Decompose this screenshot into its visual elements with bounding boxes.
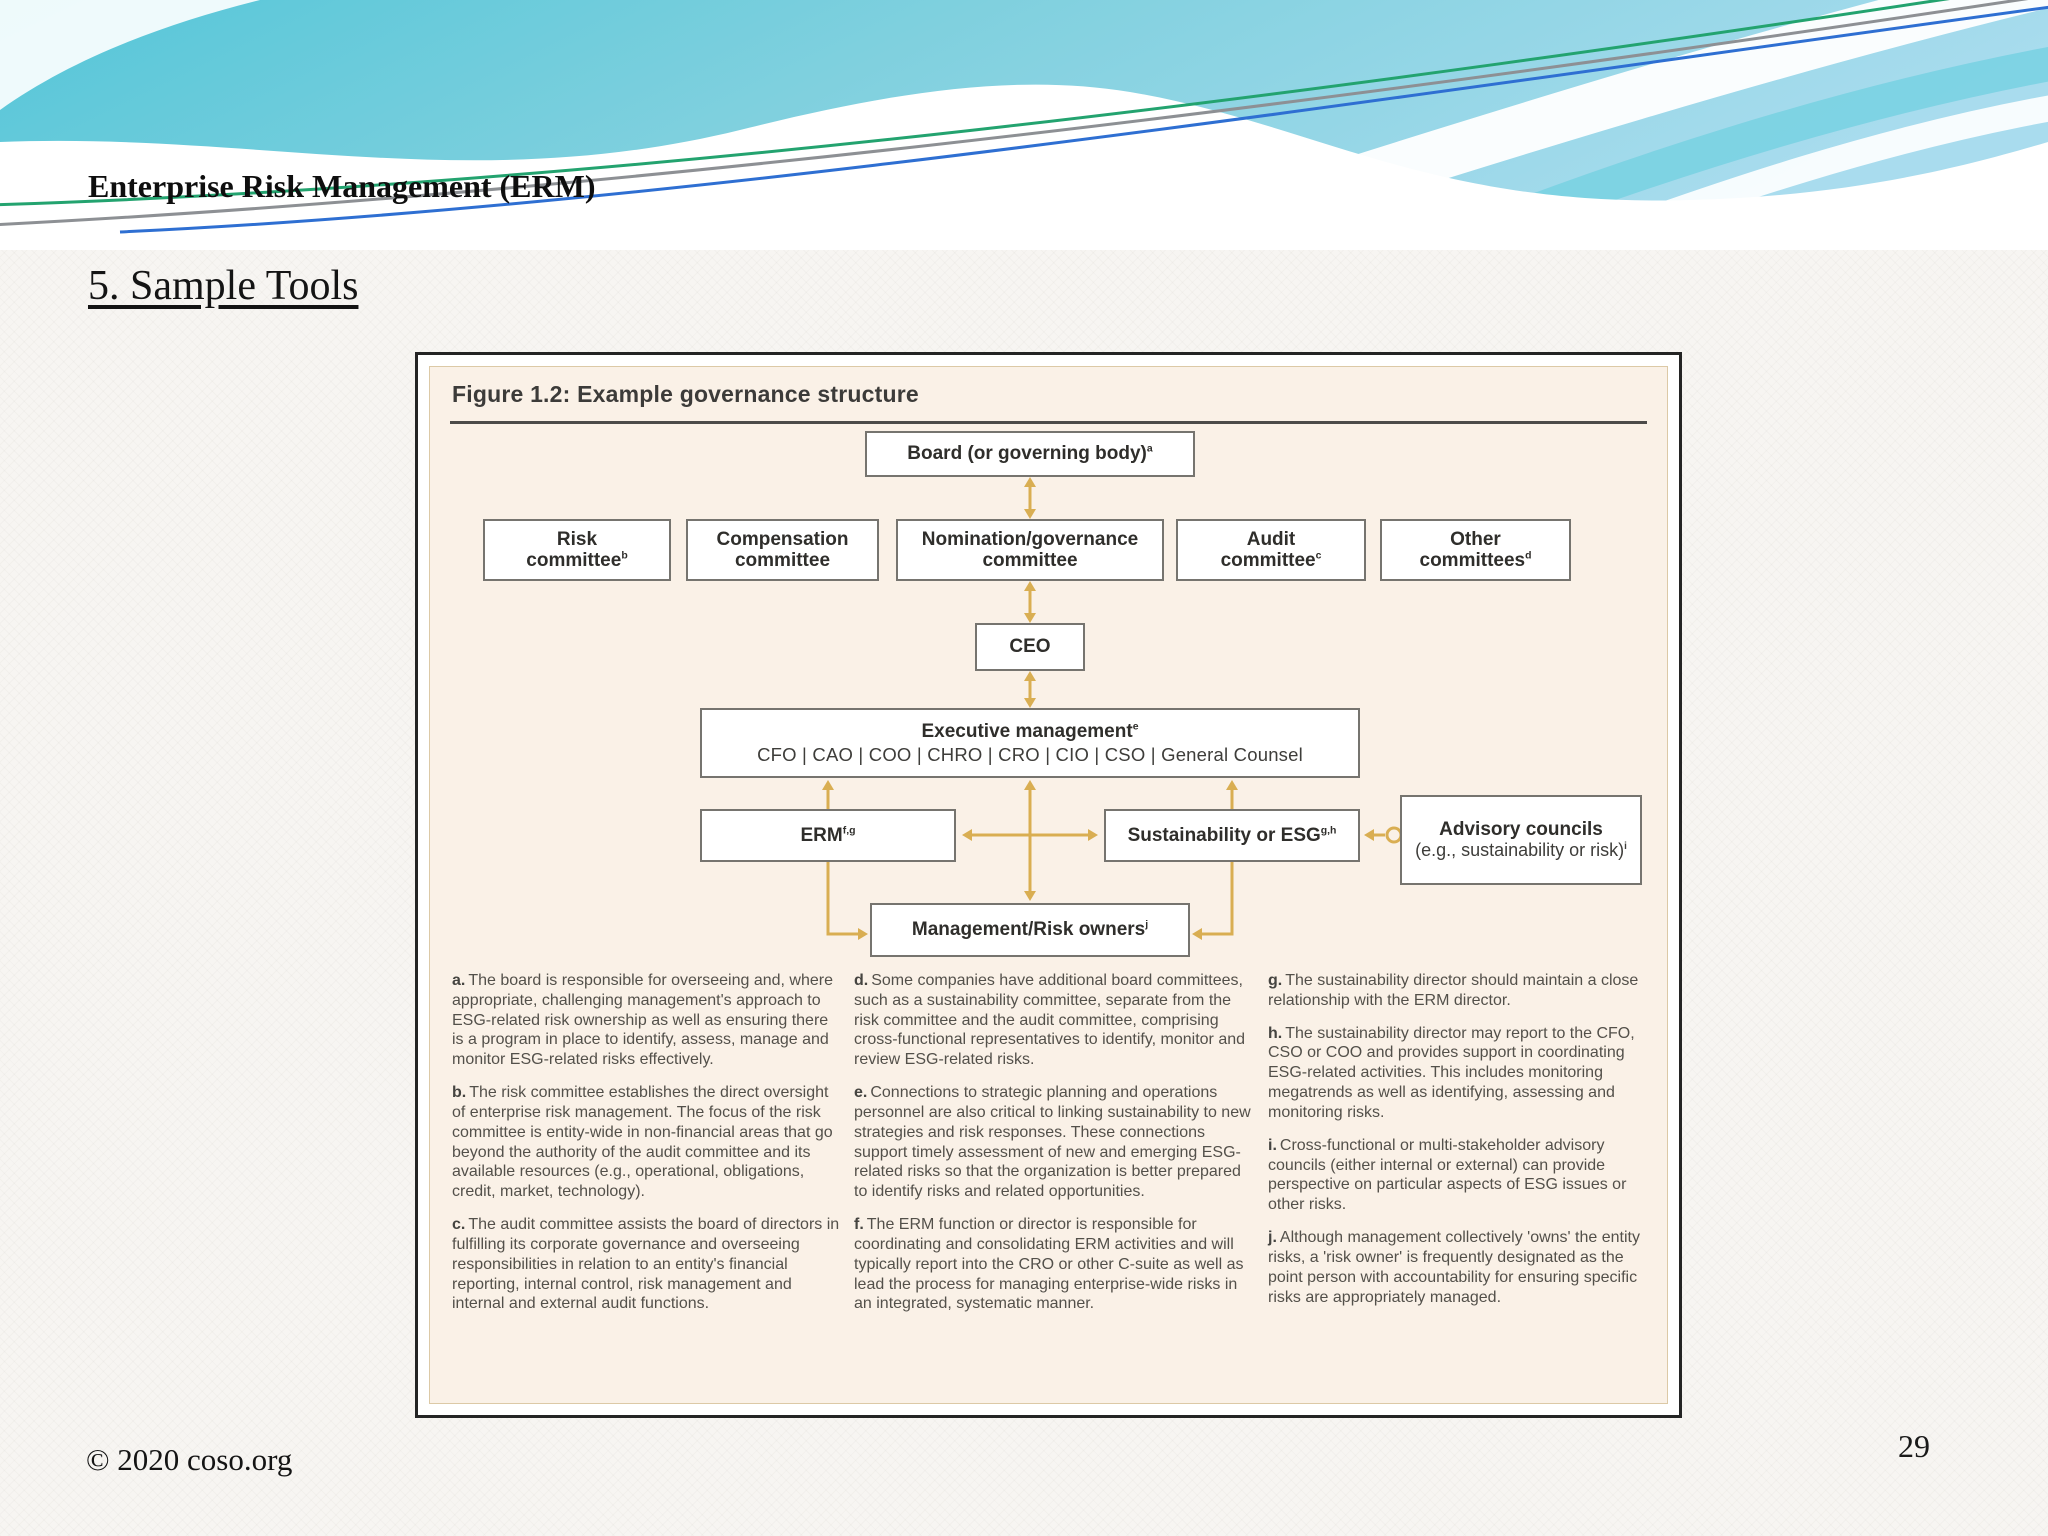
node-board-footnote-ref: a xyxy=(1146,444,1153,456)
committee-risk-label: Risk committee xyxy=(526,528,622,571)
footnotes-column-2: d.Some companies have additional board c… xyxy=(854,971,1256,1327)
header-accent-gray-line xyxy=(0,0,2029,226)
arrow-erm-sustainability xyxy=(962,829,1098,841)
arrow-executive-sustainability xyxy=(1226,780,1238,809)
footnote-f-marker: f. xyxy=(854,1216,864,1234)
arrow-ceo-executive xyxy=(1024,671,1036,708)
footnotes-column-3: g.The sustainability director should mai… xyxy=(1268,971,1654,1320)
arrow-board-committee xyxy=(1024,477,1036,519)
page-number: 29 xyxy=(1898,1428,1930,1464)
executive-roles: CFO | CAO | COO | CHRO | CRO | CIO | CSO… xyxy=(757,743,1303,765)
node-ceo: CEO xyxy=(975,623,1085,671)
header-main-wave xyxy=(0,84,2048,250)
footnote-d-marker: d. xyxy=(854,972,869,989)
arrow-executive-owners xyxy=(1024,780,1036,901)
figure-title-rule xyxy=(450,421,1647,424)
slide-title: Enterprise Risk Management (ERM) xyxy=(88,168,596,204)
node-advisory-label: Advisory councils xyxy=(1439,819,1603,841)
footnote-e-text: Connections to strategic planning and op… xyxy=(854,1084,1251,1201)
node-erm-label: ERM xyxy=(800,824,843,846)
committee-other-label: Other committees xyxy=(1419,528,1526,571)
footnote-i-marker: i. xyxy=(1268,1136,1277,1154)
node-executive-management: Executive managemente CFO | CAO | COO | … xyxy=(700,708,1360,778)
footnote-e-marker: e. xyxy=(854,1084,868,1102)
committee-compensation: Compensation committee xyxy=(686,519,879,581)
figure-governance-structure: Figure 1.2: Example governance structure xyxy=(415,352,1682,1418)
header-accent-blue-line xyxy=(119,5,2048,234)
footnote-b-marker: b. xyxy=(452,1084,467,1102)
footnote-j: j.Although management collectively 'owns… xyxy=(1268,1228,1654,1307)
committee-compensation-label: Compensation committee xyxy=(716,528,849,571)
node-ceo-label: CEO xyxy=(1009,636,1051,658)
figure-inner-panel: Figure 1.2: Example governance structure xyxy=(429,366,1668,1404)
footnote-f: f.The ERM function or director is respon… xyxy=(854,1215,1256,1314)
footnote-g-text: The sustainability director should maint… xyxy=(1268,972,1639,1009)
footnote-c: c.The audit committee assists the board … xyxy=(452,1215,844,1314)
node-sustainability-label: Sustainability or ESG xyxy=(1127,824,1321,846)
footnote-a-marker: a. xyxy=(452,972,466,989)
node-executive-footnote-ref: e xyxy=(1132,721,1139,733)
node-owners-label: Management/Risk owners xyxy=(911,919,1146,941)
footnote-c-text: The audit committee assists the board of… xyxy=(452,1216,840,1313)
footnotes-column-1: a.The board is responsible for overseein… xyxy=(452,971,844,1327)
footnote-i-text: Cross-functional or multi-stakeholder ad… xyxy=(1268,1136,1627,1214)
committee-nomination-governance: Nomination/governance committee xyxy=(896,519,1164,581)
footnote-b: b.The risk committee establishes the dir… xyxy=(452,1083,844,1202)
committee-risk: Risk committeeb xyxy=(483,519,671,581)
committee-other: Other committeesd xyxy=(1380,519,1571,581)
node-executive-label: Executive management xyxy=(921,720,1133,742)
footnote-h: h.The sustainability director may report… xyxy=(1268,1024,1654,1123)
node-sustainability-esg: Sustainability or ESGg,h xyxy=(1104,809,1360,862)
node-erm: ERMf,g xyxy=(700,809,956,862)
figure-title: Figure 1.2: Example governance structure xyxy=(452,381,919,407)
node-advisory-councils: Advisory councils (e.g., sustainability … xyxy=(1400,795,1642,885)
footnote-a: a.The board is responsible for overseein… xyxy=(452,971,844,1070)
committee-audit-label: Audit committee xyxy=(1220,528,1316,571)
node-advisory-sub-label: (e.g., sustainability or risk) xyxy=(1415,840,1625,861)
footnote-h-marker: h. xyxy=(1268,1024,1283,1042)
connector-advisory-sustainability xyxy=(1364,826,1403,844)
node-advisory-footnote-ref: i xyxy=(1624,841,1627,853)
node-owners-footnote-ref: j xyxy=(1145,920,1149,932)
footnote-d: d.Some companies have additional board c… xyxy=(854,971,1256,1070)
connector-circle-icon xyxy=(1385,826,1403,844)
committee-audit-footnote-ref: c xyxy=(1315,550,1322,562)
node-board: Board (or governing body)a xyxy=(865,431,1195,477)
node-erm-footnote-ref: f,g xyxy=(842,825,856,837)
footnote-h-text: The sustainability director may report t… xyxy=(1268,1024,1635,1121)
committee-other-footnote-ref: d xyxy=(1525,550,1532,562)
header-corner-sliver xyxy=(0,0,260,110)
footnote-j-text: Although management collectively 'owns' … xyxy=(1268,1229,1640,1306)
arrow-erm-owners xyxy=(826,862,868,940)
footnote-b-text: The risk committee establishes the direc… xyxy=(452,1084,833,1201)
header-accent-green-line xyxy=(0,0,1950,207)
wave-header-decoration xyxy=(0,0,2048,250)
node-board-label: Board (or governing body) xyxy=(907,443,1147,465)
footnote-j-marker: j. xyxy=(1268,1229,1277,1247)
section-heading: 5. Sample Tools xyxy=(88,263,359,309)
committee-risk-footnote-ref: b xyxy=(621,550,628,562)
footnote-i: i.Cross-functional or multi-stakeholder … xyxy=(1268,1136,1654,1215)
node-management-risk-owners: Management/Risk ownersj xyxy=(870,903,1190,957)
footnote-g-marker: g. xyxy=(1268,972,1283,989)
node-sustainability-footnote-ref: g,h xyxy=(1320,825,1337,837)
footnote-f-text: The ERM function or director is responsi… xyxy=(854,1216,1244,1313)
footnote-e: e.Connections to strategic planning and … xyxy=(854,1083,1256,1202)
footnote-d-text: Some companies have additional board com… xyxy=(854,972,1246,1069)
committee-audit: Audit committeec xyxy=(1176,519,1366,581)
arrow-committee-ceo xyxy=(1024,581,1036,623)
footnote-g: g.The sustainability director should mai… xyxy=(1268,971,1654,1011)
arrow-sustainability-owners xyxy=(1192,862,1234,940)
footnote-c-marker: c. xyxy=(452,1216,466,1234)
committee-nomination-label: Nomination/governance committee xyxy=(921,528,1139,571)
arrow-executive-erm xyxy=(822,780,834,809)
copyright-text: © 2020 coso.org xyxy=(86,1442,293,1477)
footnote-a-text: The board is responsible for overseeing … xyxy=(452,972,833,1069)
